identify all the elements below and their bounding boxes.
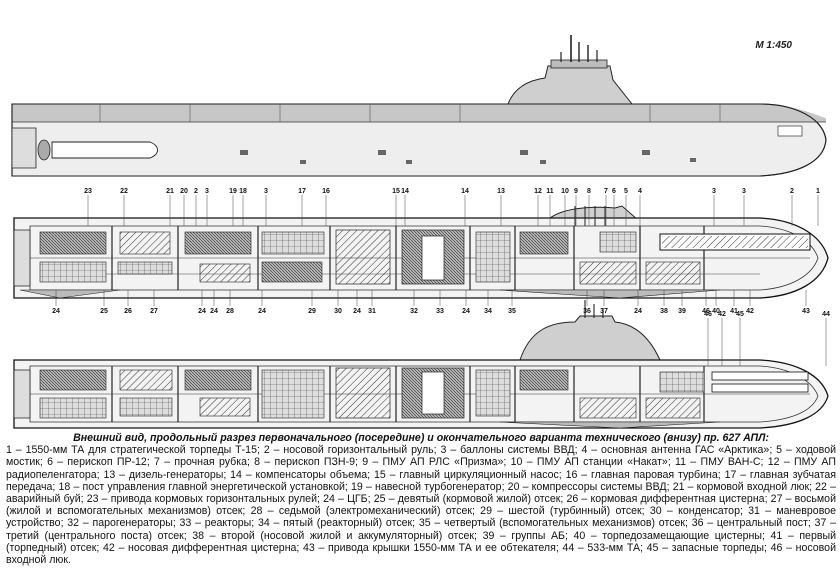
section-initial [13, 205, 829, 299]
callout-number: 33 [436, 308, 444, 315]
callout-number: 3 [712, 188, 716, 195]
callout-number: 41 [730, 308, 738, 315]
callout-number: 22 [120, 188, 128, 195]
callout-number: 46 [702, 308, 710, 315]
callout-number: 20 [180, 188, 188, 195]
callout-number: 24 [198, 308, 206, 315]
callout-number: 31 [368, 308, 376, 315]
callout-number: 5 [624, 188, 628, 195]
callout-number: 32 [410, 308, 418, 315]
callout-number: 18 [239, 188, 247, 195]
section-final [13, 300, 829, 429]
callout-number: 2 [790, 188, 794, 195]
torpedo-tube-533-upper [711, 371, 809, 381]
stern-plane [51, 141, 158, 159]
callout-number: 26 [124, 308, 132, 315]
torpedo-tube-533-lower [711, 383, 809, 393]
scale-label: М 1:450 [755, 40, 792, 51]
callout-number: 46 [704, 311, 712, 318]
sail [507, 65, 634, 105]
external-view [11, 35, 827, 177]
callout-number: 21 [166, 188, 174, 195]
callout-number: 3 [742, 188, 746, 195]
callout-number: 4 [638, 188, 642, 195]
propeller [37, 139, 51, 161]
callout-number: 24 [210, 308, 218, 315]
callout-number: 40 [712, 308, 720, 315]
callout-number: 34 [484, 308, 492, 315]
callout-number: 3 [205, 188, 209, 195]
callout-number: 42 [746, 308, 754, 315]
callout-number: 44 [822, 311, 830, 318]
callout-number: 8 [587, 188, 591, 195]
callout-number: 24 [634, 308, 642, 315]
callout-number: 11 [546, 188, 554, 195]
callout-number: 13 [497, 188, 505, 195]
deck-band [12, 104, 826, 122]
callout-number: 2 [194, 188, 198, 195]
callout-number: 24 [258, 308, 266, 315]
callout-number: 28 [226, 308, 234, 315]
callout-number: 6 [612, 188, 616, 195]
callout-number: 10 [561, 188, 569, 195]
callout-number: 36 [583, 308, 591, 315]
callout-number: 7 [604, 188, 608, 195]
callout-number: 3 [264, 188, 268, 195]
callout-number: 29 [308, 308, 316, 315]
caption-legend: 1 – 1550-мм ТА для стратегической торпед… [6, 444, 836, 567]
callout-number: 27 [150, 308, 158, 315]
callout-number: 43 [802, 308, 810, 315]
callout-number: 37 [600, 308, 608, 315]
callout-number: 23 [84, 188, 92, 195]
callout-number: 38 [660, 308, 668, 315]
callout-number: 16 [322, 188, 330, 195]
callout-number: 14 [401, 188, 409, 195]
drawing-canvas: 2322212023191831716151414131211109876543… [11, 35, 830, 429]
callout-number: 14 [461, 188, 469, 195]
callout-number: 9 [574, 188, 578, 195]
callout-number: 17 [298, 188, 306, 195]
callout-number: 1 [816, 188, 820, 195]
bow-plane [777, 125, 803, 137]
callout-number: 24 [52, 308, 60, 315]
stern-rudder [11, 127, 37, 169]
callout-number: 42 [718, 311, 726, 318]
callout-number: 15 [392, 188, 400, 195]
callout-number: 24 [462, 308, 470, 315]
figure-caption: Внешний вид, продольный разрез первонача… [6, 432, 836, 566]
caption-title: Внешний вид, продольный разрез первонача… [73, 432, 769, 444]
callout-number: 39 [678, 308, 686, 315]
callout-number: 45 [736, 311, 744, 318]
callout-number: 24 [353, 308, 361, 315]
callout-number: 35 [508, 308, 516, 315]
callout-number: 25 [100, 308, 108, 315]
callout-number: 19 [229, 188, 237, 195]
callout-number: 30 [334, 308, 342, 315]
callout-number: 12 [534, 188, 542, 195]
